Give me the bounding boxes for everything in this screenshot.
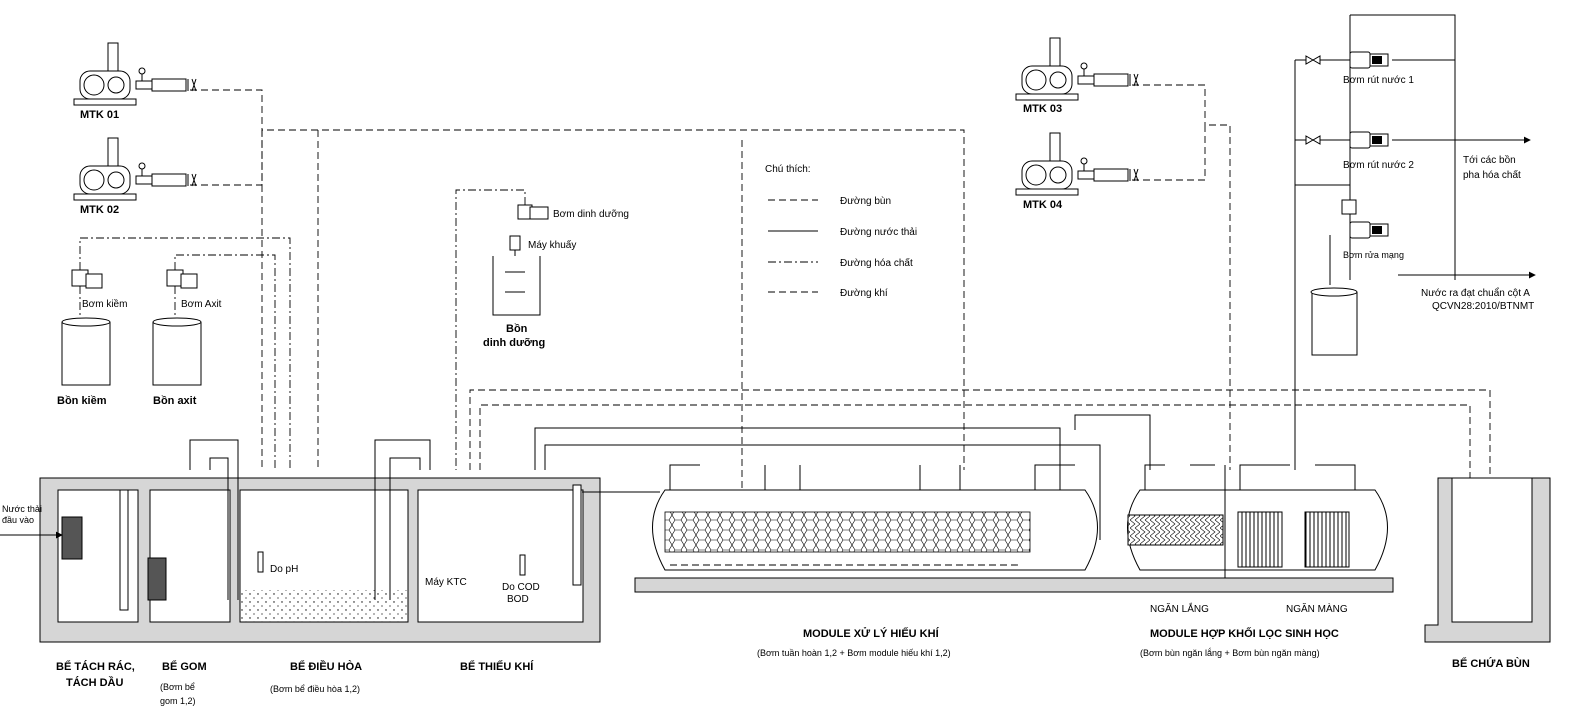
alkali-tank-label: Bồn kiềm [57,395,107,407]
section-title: BỂ THIẾU KHÍ [460,660,534,673]
pump-label: Bơm rút nước 1 [1343,75,1414,86]
section-title: MODULE HỢP KHỐI LỌC SINH HỌC [1150,626,1339,640]
blower-label: MTK 01 [80,109,119,121]
legend-label: Đường khí [840,288,888,299]
section-title: BỂ ĐIỀU HÒA [290,660,362,673]
blower-label: MTK 03 [1023,103,1062,115]
cod-label: BOD [507,594,529,605]
chem-out-label: pha hóa chất [1463,169,1521,181]
chem-out-label: Tới các bồn [1463,154,1516,166]
section-title: BỂ TÁCH RÁC, [56,660,135,673]
acid-pump-label: Bơm Axit [181,299,222,310]
blower-label: MTK 02 [80,204,119,216]
sludge-tank [1424,477,1551,643]
outlet-pumps [1294,14,1535,470]
section-title: TÁCH DẦU [66,676,123,689]
section-title: MODULE XỬ LÝ HIẾU KHÍ [803,627,940,640]
blower-mtk03 [1015,37,1139,101]
section-subtitle: (Bơm tuần hoàn 1,2 + Bơm module hiếu khí… [757,648,951,658]
ktc-label: Máy KTC [425,577,467,588]
section-label: NGĂN MÀNG [1286,602,1348,615]
legend-label: Đường hóa chất [840,257,913,269]
section-subtitle: (Bơm bùn ngăn lắng + Bơm bùn ngăn màng) [1140,648,1320,658]
acid-dosing [152,254,276,470]
blower-label: MTK 04 [1023,199,1063,211]
nutrient-pump-label: Bơm dinh dưỡng [553,209,629,220]
nutrient-tank-label: dinh dưỡng [483,337,545,349]
alkali-dosing [61,237,291,470]
blower-mtk01 [73,42,197,106]
nutrient-dosing [455,189,549,470]
section-title: BỂ GOM [162,660,207,673]
nutrient-tank-label: Bồn [506,323,528,335]
section-subtitle: gom 1,2) [160,696,196,706]
pump-label: Bơm rửa mạng [1343,250,1404,260]
section-subtitle: (Bơm bể điều hòa 1,2) [270,684,360,694]
aerobic-module [634,464,1394,593]
legend-label: Đường nước thải [840,227,917,238]
alkali-pump-label: Bơm kiềm [82,298,127,310]
pump-label: Bơm rút nước 2 [1343,160,1414,171]
outlet-label: Nước ra đạt chuẩn cột A [1421,287,1530,299]
inlet-label: Nước thải [2,504,42,514]
legend: Chú thích: Đường bùn Đường nước thải Đườ… [741,140,917,570]
mixer-label: Máy khuấy [528,239,576,251]
blower-mtk02 [73,137,197,201]
inlet-label: đầu vào [2,515,34,525]
ph-sensor-label: Do pH [270,564,298,575]
acid-tank-label: Bồn axit [153,395,197,407]
outlet-label: QCVN28:2010/BTNMT [1432,301,1534,312]
section-title: BỂ CHỨA BÙN [1452,657,1530,670]
section-label: NGĂN LẮNG [1150,602,1209,615]
legend-title: Chú thích: [765,164,811,175]
tank-block-left [0,439,660,643]
section-subtitle: (Bơm bể [160,682,195,692]
legend-label: Đường bùn [840,196,891,207]
cod-label: Do COD [502,582,540,593]
blower-mtk04 [1015,132,1139,196]
biofilter-module [1127,464,1388,578]
